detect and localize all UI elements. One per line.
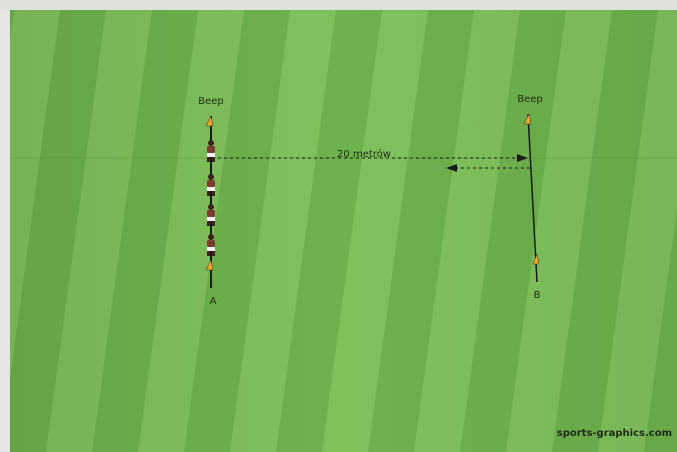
watermark: sports-graphics.com (557, 428, 672, 439)
line-b-top-label: Beep (517, 94, 543, 105)
top-frame (0, 0, 677, 10)
line-b-bottom-label: B (534, 290, 541, 301)
line-a-top-label: Beep (198, 96, 224, 107)
distance-label: 20 metrów (337, 148, 391, 160)
grass-field (0, 10, 677, 452)
line-a-bottom-label: A (210, 296, 217, 307)
